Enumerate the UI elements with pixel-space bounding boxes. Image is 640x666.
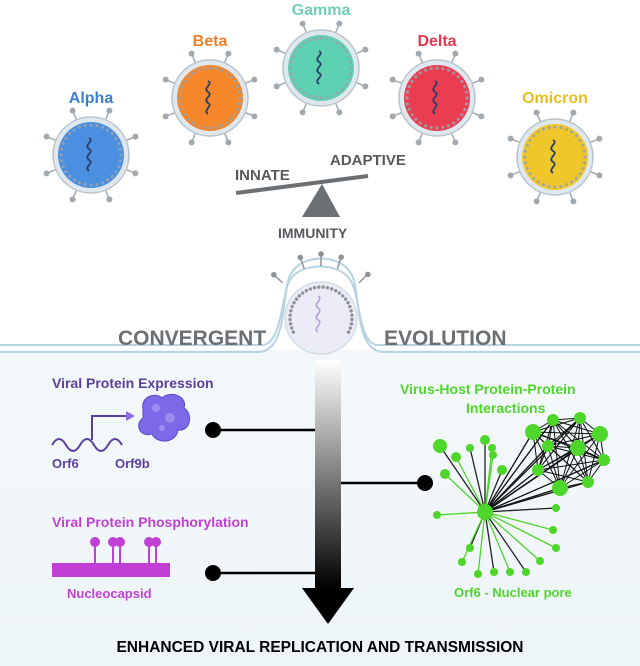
budding-virion <box>271 251 371 355</box>
interactions-title-line2: Interactions <box>466 400 546 416</box>
interactions-title-line1: Virus-Host Protein-Protein <box>400 381 576 397</box>
interaction-network <box>433 412 610 578</box>
outcome-label: ENHANCED VIRAL REPLICATION AND TRANSMISS… <box>116 639 523 656</box>
immunity-label: IMMUNITY <box>278 225 348 241</box>
adaptive-label: ADAPTIVE <box>330 152 406 169</box>
variant-gamma <box>273 20 369 116</box>
variant-omicron <box>507 109 603 205</box>
phosphorylation-title: Viral Protein Phosphorylation <box>52 514 249 530</box>
interactions-caption: Orf6 - Nuclear pore <box>454 585 572 600</box>
gene-expression-icon <box>51 415 126 452</box>
variant-alpha <box>43 107 139 203</box>
variant-delta <box>389 50 485 146</box>
evolution-label: EVOLUTION <box>384 327 507 350</box>
convergent-label: CONVERGENT <box>118 327 266 350</box>
expression-title: Viral Protein Expression <box>52 375 214 391</box>
gene-orf6: Orf6 <box>52 456 79 471</box>
connector-expression <box>205 422 315 438</box>
immunity-seesaw <box>235 174 369 217</box>
variant-label: Delta <box>417 33 456 50</box>
main-arrow <box>302 360 354 624</box>
gene-orf9b: Orf9b <box>115 456 150 471</box>
connector-phosphorylation <box>205 565 315 581</box>
variant-label: Gamma <box>292 2 351 19</box>
innate-label: INNATE <box>235 167 290 184</box>
nucleocapsid-label: Nucleocapsid <box>67 586 152 601</box>
connector-interactions <box>341 475 433 491</box>
protein-orf9b-icon <box>138 393 191 442</box>
variant-label: Alpha <box>69 90 114 107</box>
variant-label: Omicron <box>522 90 588 107</box>
variant-beta <box>162 50 258 146</box>
variant-label: Beta <box>193 33 228 50</box>
arrow-head <box>126 411 135 421</box>
nucleocapsid-bar <box>52 537 170 577</box>
